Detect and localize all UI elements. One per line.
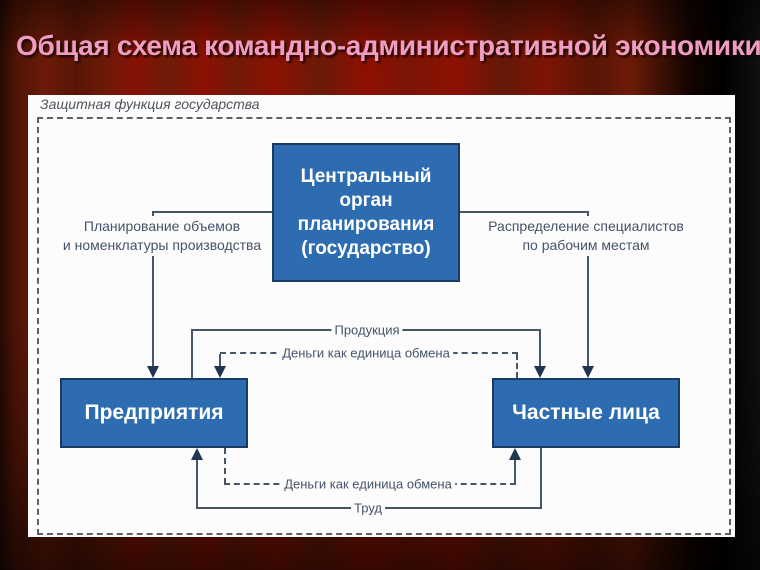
planning-connector-vertical (152, 211, 154, 367)
slide-title: Общая схема командно-административной эк… (16, 30, 760, 61)
money-top-label: Деньги как единица обмена (279, 345, 453, 361)
central-node-line4: (государство) (301, 237, 431, 259)
products-label: Продукция (331, 322, 403, 338)
individuals-node: Частные лица (492, 378, 680, 448)
central-planning-node: Центральный орган планирования (государс… (272, 143, 460, 282)
distribution-arrowhead-down-icon (582, 366, 594, 378)
money-bottom-arrowhead-up-icon (509, 448, 521, 460)
labor-label: Труд (351, 500, 385, 516)
money-bottom-dashed-source-vertical (224, 448, 226, 484)
state-protection-dashed-frame (37, 117, 731, 535)
money-top-arrow-stem (219, 354, 221, 367)
labor-arrowhead-up-icon (191, 448, 203, 460)
products-arrowhead-down-icon (534, 366, 546, 378)
planning-arrowhead-down-icon (147, 366, 159, 378)
planning-label-line1: Планирование объемов (83, 218, 241, 234)
enterprises-node-label: Предприятия (84, 401, 224, 424)
labor-line-source-vertical (540, 448, 542, 508)
products-line-target-vertical (539, 330, 541, 367)
enterprises-node: Предприятия (60, 378, 248, 448)
money-bottom-label: Деньги как единица обмена (281, 476, 455, 492)
distribution-label: Распределение специалистов по рабочим ме… (484, 216, 688, 256)
central-node-line2: орган (339, 189, 393, 211)
central-node-line3: планирования (297, 213, 435, 235)
state-protection-frame-label: Защитная функция государства (40, 96, 260, 112)
money-top-dashed-source-vertical (516, 354, 518, 378)
labor-line-target-vertical (196, 460, 198, 508)
distribution-connector-vertical (587, 211, 589, 367)
individuals-node-label: Частные лица (512, 401, 660, 424)
central-node-line1: Центральный (300, 165, 432, 187)
planning-connector-horizontal (153, 211, 272, 213)
planning-label-line2: и номенклатуры производства (62, 237, 262, 253)
money-bottom-arrow-stem (514, 460, 516, 484)
products-line-source-vertical (191, 330, 193, 378)
money-top-arrowhead-down-icon (214, 366, 226, 378)
distribution-label-line1: Распределение специалистов (488, 218, 684, 234)
diagram-panel: Защитная функция государства Пла (28, 95, 735, 537)
planning-label: Планирование объемов и номенклатуры прои… (58, 216, 266, 256)
distribution-connector-horizontal (460, 211, 588, 213)
distribution-label-line2: по рабочим местам (522, 237, 650, 253)
